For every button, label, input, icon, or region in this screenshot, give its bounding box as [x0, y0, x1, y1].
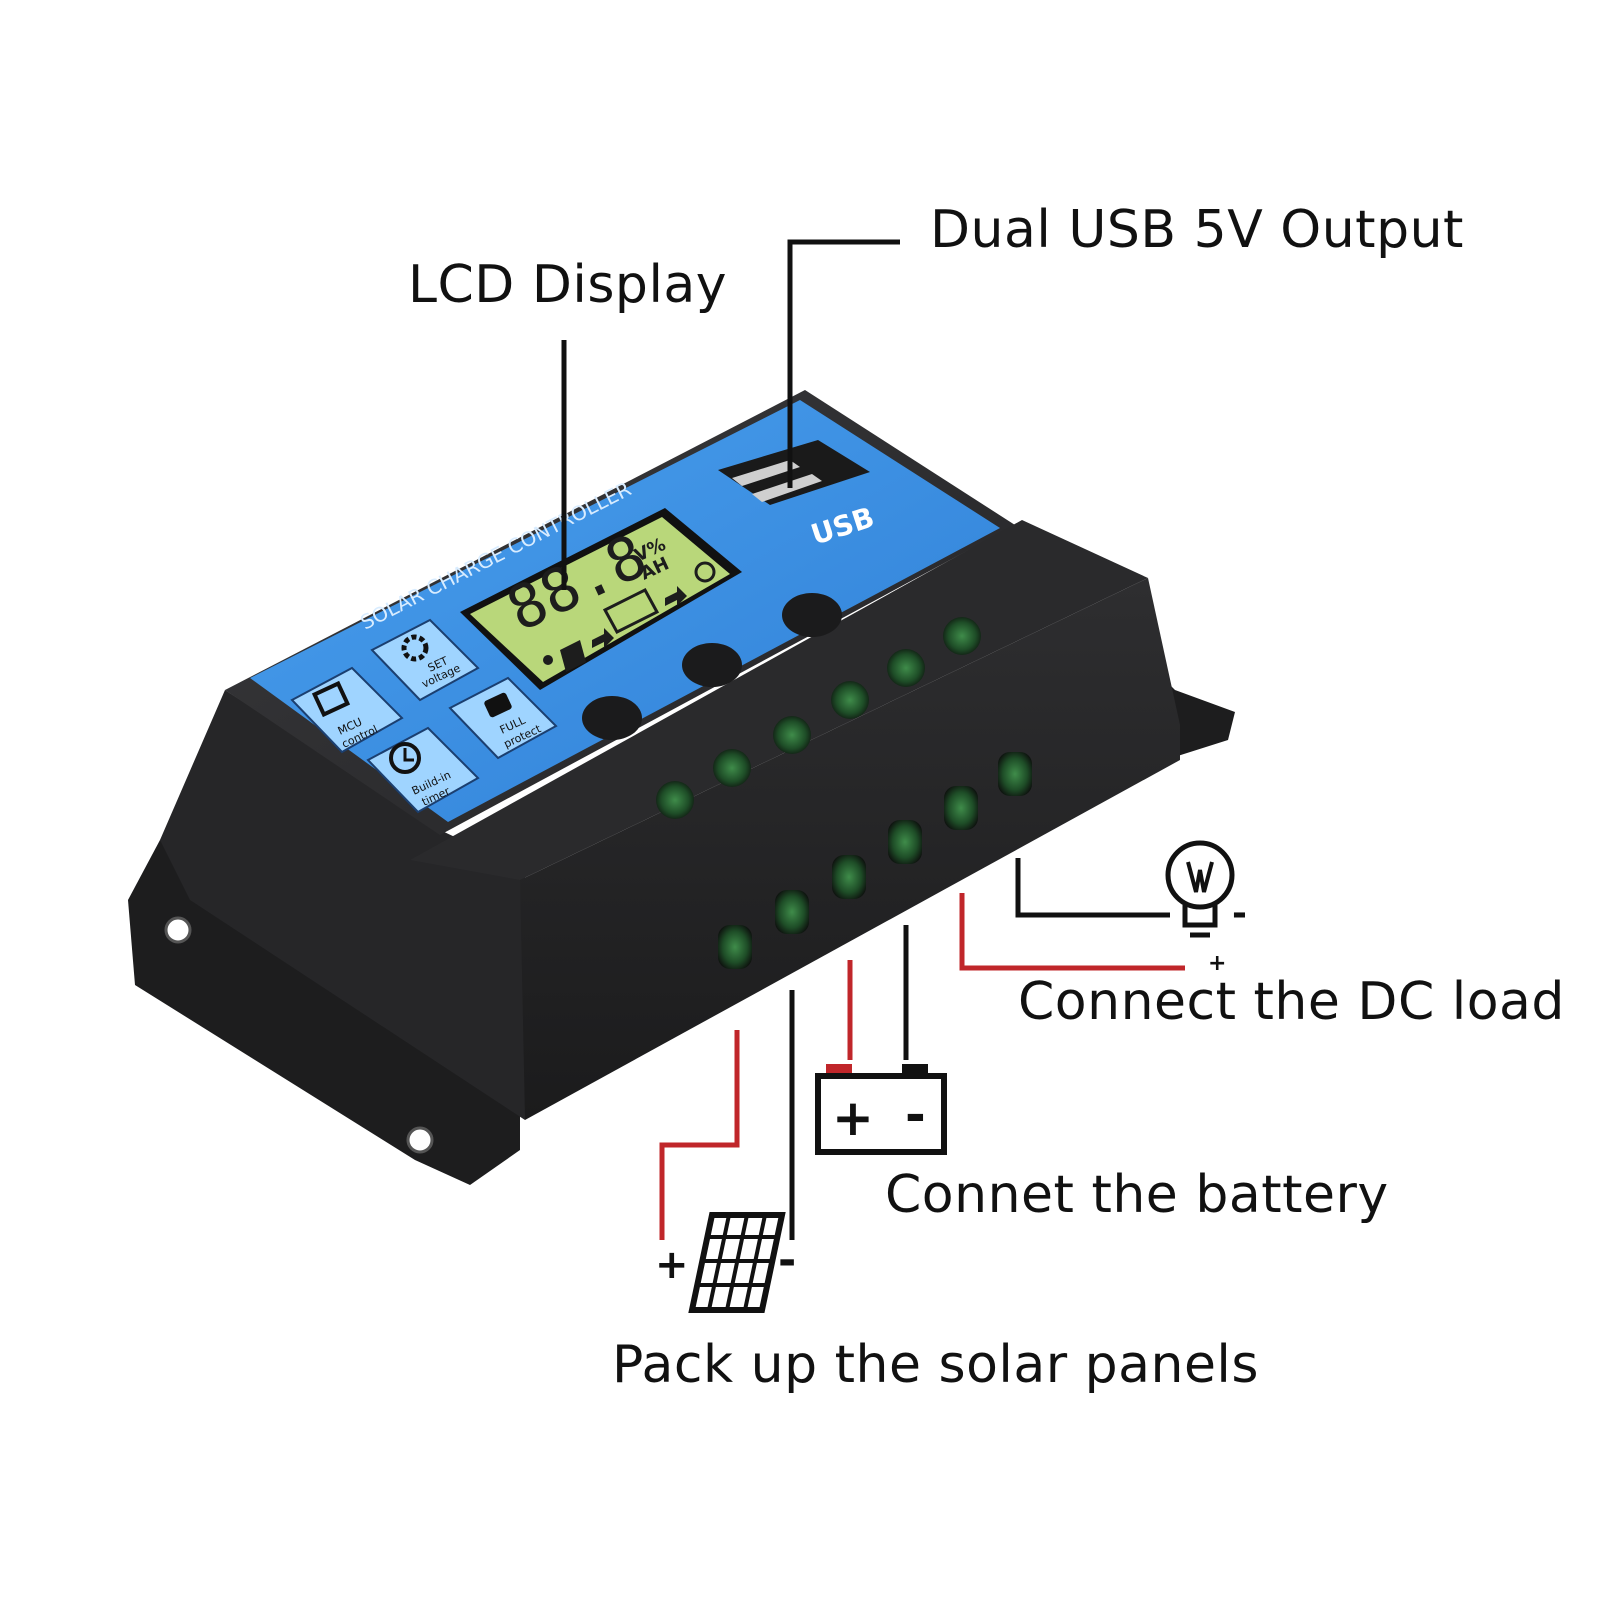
terminal-slots — [718, 752, 1032, 969]
terminal-screws — [656, 617, 981, 819]
chip-icon — [311, 680, 351, 718]
bulb-icon — [1165, 840, 1235, 938]
solar-minus-sign: - — [778, 1235, 796, 1286]
usb-port-block: USB — [718, 440, 878, 552]
mounting-hole — [164, 916, 192, 944]
solar-panels-callout: Pack up the solar panels — [612, 1335, 1259, 1395]
clock-icon — [389, 742, 421, 774]
dc-load-callout: Connect the DC load — [1018, 972, 1565, 1032]
battery-minus-sign: - — [905, 1086, 926, 1144]
solar-positive-wire[interactable] — [659, 1030, 740, 1240]
mounting-hole — [406, 1126, 434, 1154]
lcd-sun-icon — [543, 655, 553, 665]
battery-callout: Connet the battery — [885, 1165, 1389, 1225]
terminal-top-face — [410, 520, 1148, 880]
usb-output-callout: Dual USB 5V Output — [930, 200, 1464, 260]
lcd-panel-icon — [560, 640, 586, 672]
lcd-battery-icon — [602, 588, 660, 634]
solar-plus-sign: + — [655, 1242, 689, 1288]
lcd-display-callout: LCD Display — [408, 255, 728, 315]
lcd-bulb-icon — [694, 561, 716, 583]
housing-side — [160, 690, 525, 1120]
battery-icon — [815, 1064, 947, 1155]
load-positive-wire[interactable] — [959, 893, 1185, 971]
usb-leader-line — [787, 239, 900, 488]
down-button[interactable] — [782, 593, 842, 637]
lock-icon — [484, 692, 512, 718]
feature-badges: MCU control SET voltage Build-in timer F… — [290, 618, 558, 814]
gear-icon — [401, 634, 429, 662]
lcd-display: 88.8 V% AH — [460, 508, 742, 690]
lcd-arrow-icon — [592, 628, 614, 648]
up-button[interactable] — [682, 643, 742, 687]
load-negative-wire[interactable] — [1015, 858, 1170, 918]
solar-panel-icon — [688, 1212, 786, 1313]
load-minus-sign: - — [1232, 893, 1247, 934]
mounting-flange-left — [128, 840, 520, 1185]
load-plus-sign: + — [1208, 951, 1226, 976]
lcd-arrow-icon — [665, 586, 687, 606]
menu-button[interactable] — [582, 696, 642, 740]
terminal-front-face — [520, 578, 1180, 1120]
charge-controller-device: USB SOLAR CHARGE CONTROLLER 88.8 V% AH — [128, 390, 1235, 1185]
leader-lines — [561, 239, 1185, 1240]
battery-plus-sign: + — [832, 1089, 874, 1147]
